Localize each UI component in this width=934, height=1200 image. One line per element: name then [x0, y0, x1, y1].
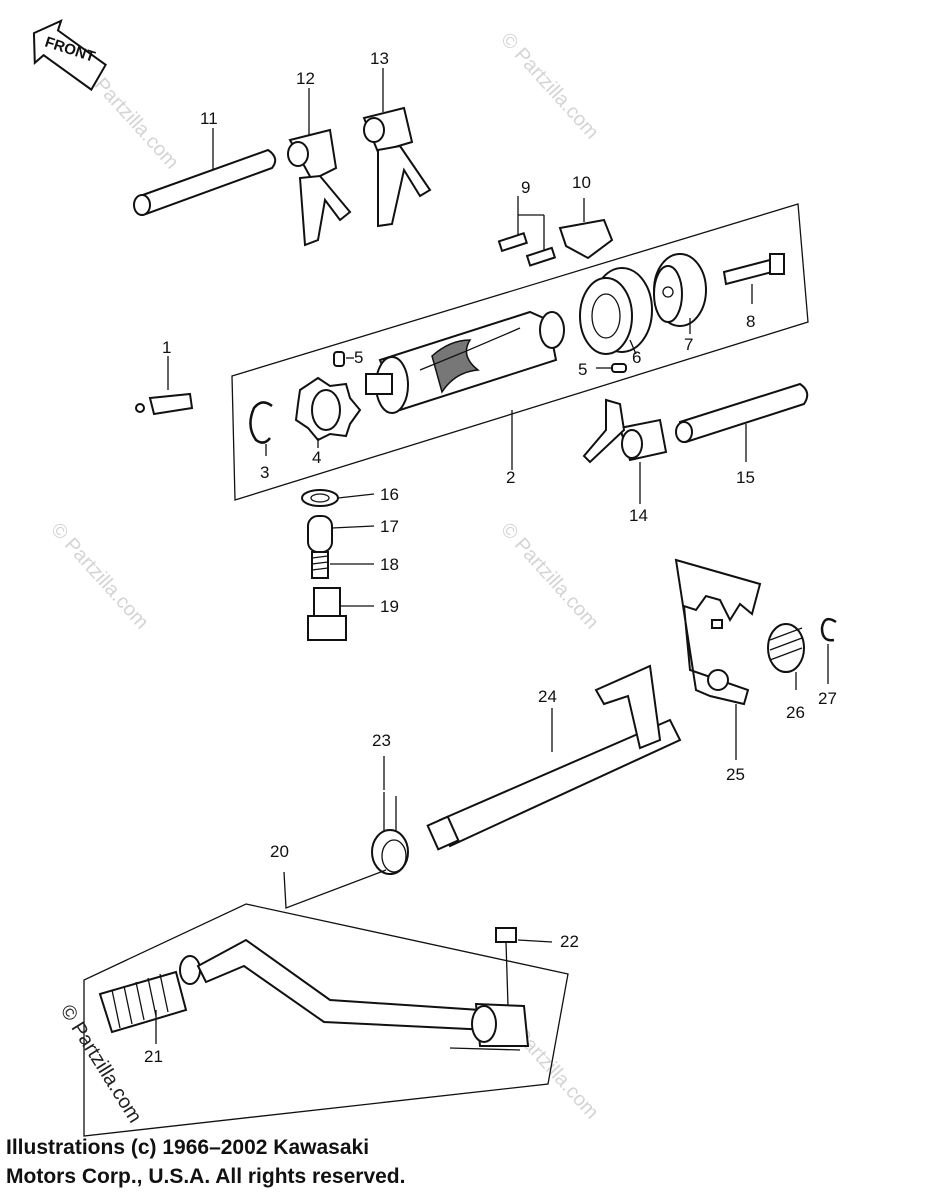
callout-2: 2 — [506, 468, 515, 487]
callout-26: 26 — [786, 703, 805, 722]
bearing-6 — [579, 267, 653, 355]
return-spring-23 — [371, 756, 409, 875]
shift-pedal-20 — [196, 938, 530, 1051]
callout-6: 6 — [632, 348, 641, 367]
drum-plate-7 — [653, 253, 707, 334]
callout-27: 27 — [818, 689, 837, 708]
callout-5b: 5 — [578, 360, 587, 379]
callout-1: 1 — [162, 338, 171, 357]
spring-18 — [311, 551, 374, 579]
shift-fork-12 — [287, 88, 352, 247]
circlip-27 — [820, 617, 837, 684]
pin-plate-4 — [294, 376, 362, 448]
shift-shaft-24 — [426, 664, 682, 851]
callout-5a: 5 — [354, 348, 363, 367]
callout-18: 18 — [380, 555, 399, 574]
circlip-3 — [249, 401, 273, 456]
callout-21: 21 — [144, 1047, 163, 1066]
neutral-switch-1 — [135, 356, 194, 416]
callout-25: 25 — [726, 765, 745, 784]
copyright-notice: Illustrations (c) 1966–2002 Kawasaki Mot… — [6, 1133, 405, 1191]
shift-fork-14 — [582, 398, 668, 504]
callout-17: 17 — [380, 517, 399, 536]
callout-12: 12 — [296, 69, 315, 88]
plug-19 — [307, 587, 374, 641]
callout-19: 19 — [380, 597, 399, 616]
callout-3: 3 — [260, 463, 269, 482]
pin-bolt-8 — [722, 253, 785, 304]
shift-rod-11 — [133, 128, 277, 216]
callout-9: 9 — [521, 178, 530, 197]
pins-5 — [333, 351, 627, 373]
pedal-assembly-bracket — [83, 903, 569, 1137]
bolts-9 — [497, 196, 557, 267]
drum-assembly-outline — [231, 203, 809, 501]
callout-7: 7 — [684, 335, 693, 354]
pin-17 — [307, 515, 375, 553]
shift-drum-2 — [365, 310, 565, 470]
callout-16: 16 — [380, 485, 399, 504]
washer-16 — [301, 489, 375, 507]
copyright-line-1: Illustrations (c) 1966–2002 Kawasaki — [6, 1136, 370, 1159]
callout-15: 15 — [736, 468, 755, 487]
pinch-bolt-22 — [495, 927, 553, 1007]
callout-13: 13 — [370, 49, 389, 68]
callout-24: 24 — [538, 687, 557, 706]
footpeg-rubber-21 — [98, 955, 201, 1044]
callout-20: 20 — [270, 842, 289, 861]
callout-8: 8 — [746, 312, 755, 331]
callout-11: 11 — [200, 109, 218, 128]
watermark-4: © Partzilla.com — [496, 519, 603, 634]
shift-arm-25 — [674, 558, 762, 760]
watermark-3: © Partzilla.com — [46, 519, 153, 634]
copyright-line-2: Motors Corp., U.S.A. All rights reserved… — [6, 1165, 406, 1188]
callout-4: 4 — [312, 448, 321, 467]
callout-14: 14 — [629, 506, 648, 525]
watermark-2: © Partzilla.com — [496, 29, 603, 144]
spring-26 — [767, 623, 805, 690]
callout-10: 10 — [572, 173, 591, 192]
plate-10 — [558, 198, 614, 260]
front-arrow-badge: FRONT — [32, 19, 107, 92]
callout-22: 22 — [560, 932, 579, 951]
shift-fork-13 — [362, 68, 432, 228]
callout-labels: 1 2 3 4 5 5 6 7 8 9 10 11 12 13 14 15 16… — [144, 49, 837, 1066]
shift-rod-15 — [675, 382, 809, 462]
callout-23: 23 — [372, 731, 391, 750]
pedal-assembly-outline — [283, 869, 387, 909]
